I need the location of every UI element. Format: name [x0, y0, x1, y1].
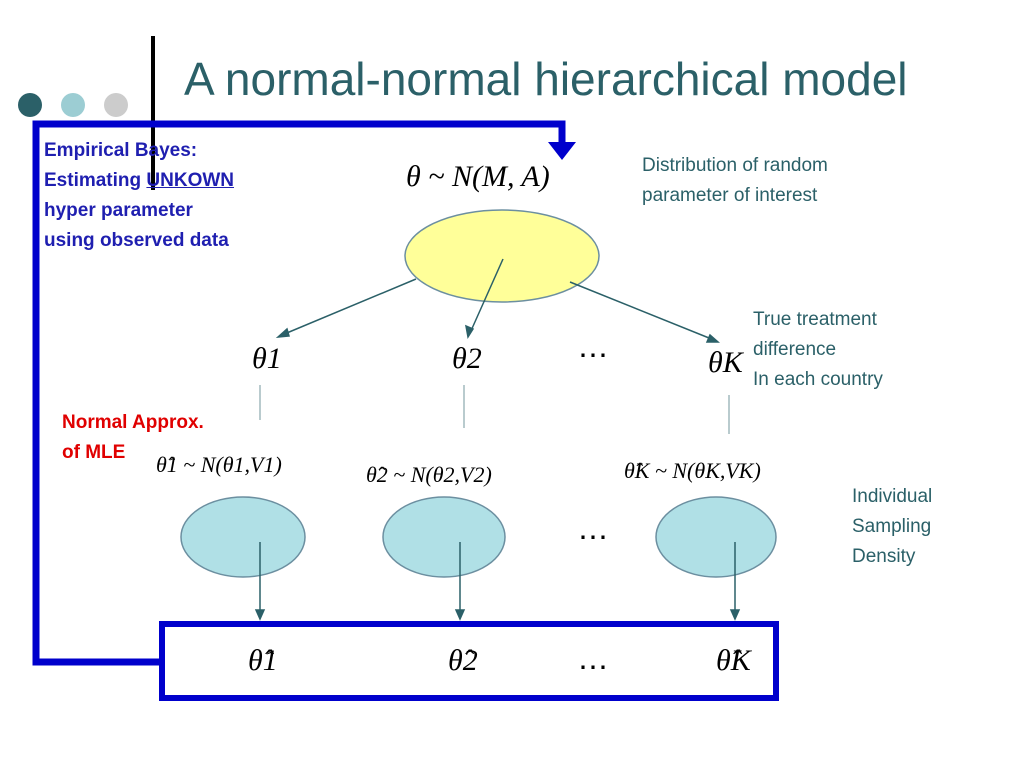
sampling1-arrowhead [254, 609, 266, 621]
sampling-ellipse-2 [382, 496, 506, 578]
distribution-line1: Distribution of random [642, 155, 828, 176]
estimate-2: θ̂2 [448, 644, 478, 677]
estimate-1: θ̂1 [248, 644, 278, 677]
normal-approx-line1: Normal Approx. [62, 412, 204, 433]
feedback-arrowhead [548, 142, 576, 160]
estimate-K: θ̂K [716, 644, 751, 677]
prior-to-theta2-arrow [469, 258, 504, 334]
sampling-line3: Density [852, 546, 916, 567]
estimates-box [159, 621, 779, 701]
empirical-bayes-unknown: UNKOWN [146, 170, 235, 191]
sampling-ellipsis: ⋯ [578, 521, 608, 554]
prior-to-theta1-arrowhead [275, 327, 290, 338]
treatment-line2: difference [753, 339, 837, 360]
distribution-line2: parameter of interest [642, 185, 818, 206]
treatment-line3: In each country [753, 369, 883, 390]
prior-formula: θ ~ N(M, A) [406, 160, 550, 193]
bullet-dot-gray [104, 93, 128, 117]
theta-1: θ1 [252, 342, 282, 375]
prior-to-theta1-arrow [281, 278, 417, 336]
sampling-formula-K: θ̂K ~ N(θK,VK) [624, 458, 761, 483]
empirical-bayes-line1: Empirical Bayes: [44, 140, 198, 161]
sampling-line1: Individual [852, 486, 933, 507]
normal-approx-line2: of MLE [62, 442, 126, 463]
theta-K: θK [708, 346, 743, 379]
treatment-line1: True treatment [753, 309, 877, 330]
treatment-note: True treatment difference In each countr… [753, 305, 883, 395]
sampling-ellipse-1 [180, 496, 306, 578]
feedback-loop-line [32, 120, 566, 666]
prior-ellipse [404, 209, 600, 303]
empirical-bayes-line4: using observed data [44, 230, 229, 251]
prior-to-thetaK-arrowhead [705, 333, 720, 343]
distribution-note: Distribution of random parameter of inte… [642, 151, 828, 211]
bullet-dot-teal [61, 93, 85, 117]
sampling-formula-1: θ̂1 ~ N(θ1,V1) [156, 452, 282, 477]
prior-to-theta2-arrowhead [465, 324, 475, 340]
estimate-ellipsis: ⋯ [578, 651, 608, 684]
empirical-bayes-line2: Estimating UNKOWN [44, 166, 234, 196]
theta-2: θ2 [452, 342, 482, 375]
theta-ellipsis: ⋯ [578, 339, 608, 372]
prior-to-thetaK-arrow [569, 281, 715, 341]
empirical-bayes-line3: hyper parameter [44, 200, 193, 221]
sampling-line2: Sampling [852, 516, 932, 537]
sampling-formula-2: θ̂2 ~ N(θ2,V2) [366, 462, 492, 487]
empirical-bayes-estimating: Estimating [44, 170, 147, 191]
empirical-bayes-note: Empirical Bayes: Estimating UNKOWN hyper… [44, 136, 234, 256]
bullet-dot-dark [18, 93, 42, 117]
normal-approx-note: Normal Approx. of MLE [62, 408, 204, 468]
page-title: A normal-normal hierarchical model [184, 53, 908, 105]
sampling-ellipse-K [655, 496, 777, 578]
samplingK-arrowhead [729, 609, 741, 621]
sampling2-arrowhead [454, 609, 466, 621]
sampling-note: Individual Sampling Density [852, 482, 932, 572]
